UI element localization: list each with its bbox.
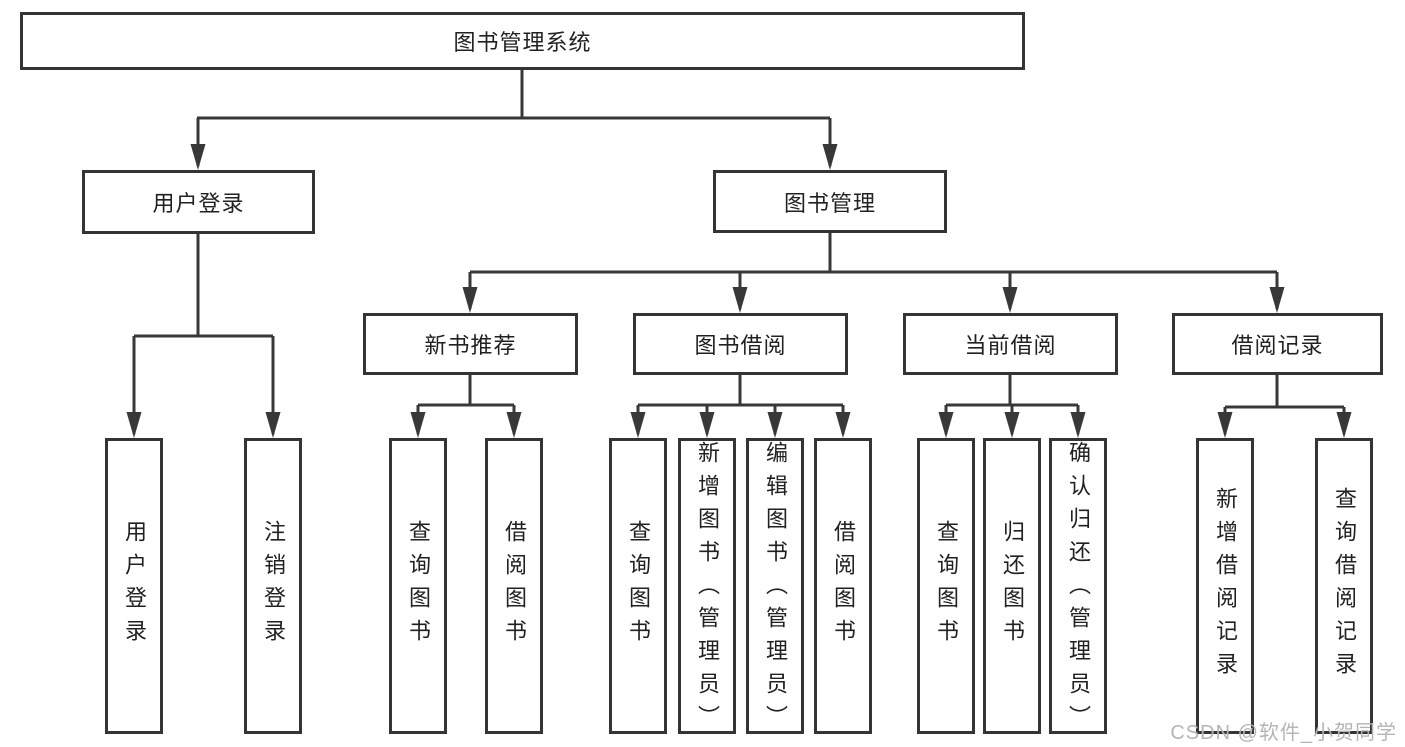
arrow-down-icon [699,412,715,438]
node-book-borrowing: 图书借阅 [633,313,848,375]
leaf-add-book-admin: 新增图书（管理员） [678,438,736,738]
leaf-query-books-recommend: 查询图书 [389,438,447,734]
arrow-down-icon [410,412,426,438]
arrowheads [126,144,1352,438]
connector-book-borrowing [636,375,845,434]
arrow-down-icon [126,412,142,438]
leaf-borrow-books-borrowing: 借阅图书 [814,438,872,734]
arrow-down-icon [767,412,783,438]
node-current-borrowing: 当前借阅 [903,313,1118,375]
arrow-down-icon [265,412,281,438]
connector-book-management [468,233,1279,309]
connector-user-login [132,234,275,434]
leaf-add-borrow-record: 新增借阅记录 [1196,438,1254,734]
arrow-down-icon [835,412,851,438]
arrow-down-icon [506,412,522,438]
leaf-query-books-borrowing: 查询图书 [609,438,667,734]
arrow-down-icon [190,144,206,170]
node-root: 图书管理系统 [20,12,1025,70]
node-user-login: 用户登录 [82,170,315,234]
arrow-down-icon [1004,412,1020,438]
connector-new-book-recommend [416,375,516,434]
arrow-down-icon [1070,412,1086,438]
node-borrowing-records: 借阅记录 [1172,313,1383,375]
leaf-edit-book-admin: 编辑图书（管理员） [746,438,804,738]
node-book-management: 图书管理 [713,170,947,233]
connector-borrowing-records [1223,375,1346,434]
arrow-down-icon [1217,412,1233,438]
arrow-down-icon [938,412,954,438]
leaf-logout-login: 注销登录 [244,438,302,734]
leaf-return-books: 归还图书 [983,438,1041,734]
arrow-down-icon [630,412,646,438]
csdn-watermark: CSDN @软件_小贺同学 [1170,722,1397,744]
arrow-down-icon [1002,287,1018,313]
connector-root [196,70,832,166]
leaf-confirm-return-admin: 确认归还（管理员） [1049,438,1107,738]
leaf-borrow-books-recommend: 借阅图书 [485,438,543,734]
arrow-down-icon [462,287,478,313]
arrow-down-icon [1269,287,1285,313]
leaf-user-login: 用户登录 [105,438,163,734]
node-new-book-recommend: 新书推荐 [363,313,578,375]
leaf-query-borrow-record: 查询借阅记录 [1315,438,1373,734]
leaf-query-books-current: 查询图书 [917,438,975,734]
arrow-down-icon [822,144,838,170]
arrow-down-icon [732,287,748,313]
arrow-down-icon [1336,412,1352,438]
